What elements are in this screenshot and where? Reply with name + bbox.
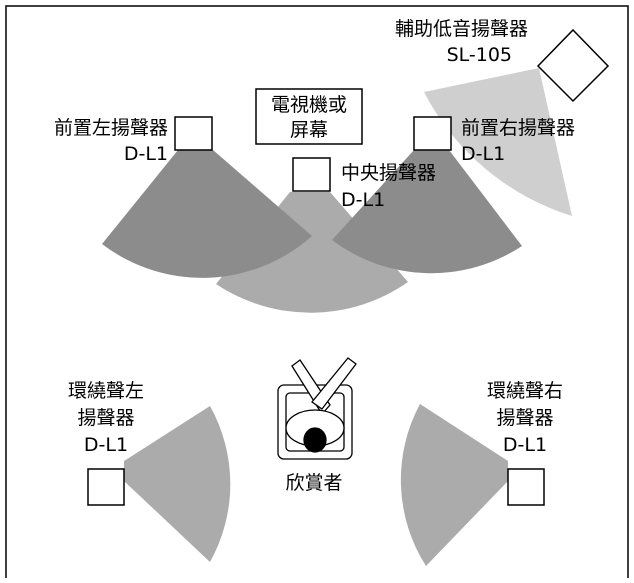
listener-label: 欣賞者 [285, 472, 342, 494]
center-speaker-box [292, 157, 331, 192]
surround-right-label-line1: 環繞聲右 [487, 380, 563, 402]
listener-icon [277, 357, 357, 460]
center-label: 中央揚聲器 [341, 162, 436, 184]
surround-right-speaker-box [507, 468, 545, 506]
surround-right-model: D-L1 [503, 434, 547, 456]
surround-left-speaker-box [87, 468, 125, 506]
front-left-speaker-box [174, 116, 213, 151]
surround-right-speaker-cone [400, 404, 508, 566]
subwoofer-label: 輔助低音揚聲器 [395, 18, 528, 40]
listener-leg-right [311, 357, 357, 410]
surround-right-label-line2: 揚聲器 [496, 407, 553, 429]
subwoofer-box [536, 28, 610, 103]
surround-left-speaker-cone [124, 406, 231, 562]
listener-head [303, 427, 327, 453]
subwoofer-cone [424, 68, 572, 216]
front-right-label: 前置右揚聲器 [461, 117, 575, 139]
front-right-model: D-L1 [461, 143, 505, 165]
center-model: D-L1 [341, 189, 385, 211]
front-left-model: D-L1 [124, 143, 168, 165]
surround-left-model: D-L1 [84, 434, 128, 456]
tv-label-line2: 屏幕 [290, 119, 328, 141]
front-left-speaker-cone [102, 150, 312, 278]
front-right-speaker-cone [332, 150, 522, 274]
surround-left-label-line2: 揚聲器 [77, 407, 134, 429]
frame-border [5, 5, 629, 578]
tv-screen-box [255, 88, 363, 145]
front-left-label: 前置左揚聲器 [54, 117, 168, 139]
front-right-speaker-box [413, 116, 452, 151]
subwoofer-model: SL-105 [447, 44, 512, 66]
tv-label-line1: 電視機或 [271, 94, 347, 116]
center-speaker-cone [216, 192, 408, 313]
surround-left-label-line1: 環繞聲左 [68, 380, 144, 402]
